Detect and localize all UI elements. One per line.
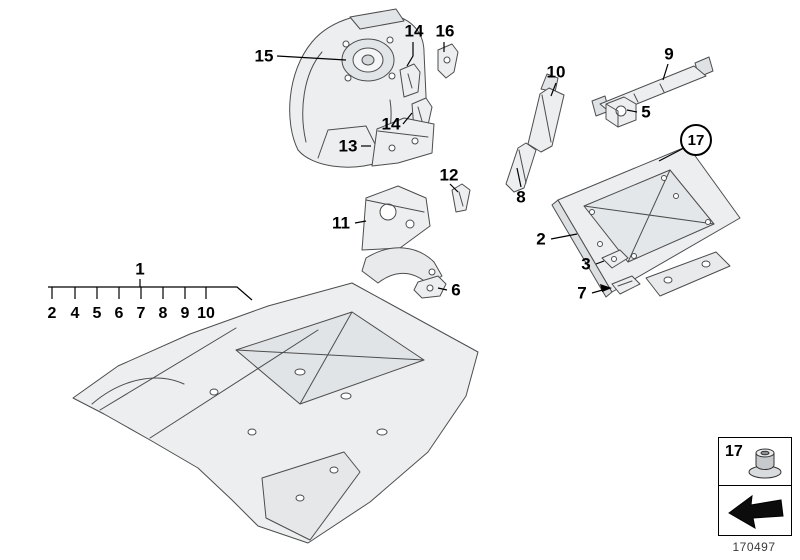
callout-7[interactable]: 7 bbox=[577, 283, 587, 303]
part-1-main-floor-panel bbox=[72, 282, 479, 544]
legend-direction-cell bbox=[719, 486, 791, 534]
callout-14-lower[interactable]: 14 bbox=[381, 114, 401, 134]
callout-group-2[interactable]: 2 bbox=[47, 305, 57, 322]
part-14-clamp-upper bbox=[399, 63, 421, 98]
callout-6[interactable]: 6 bbox=[451, 280, 461, 300]
callout-13[interactable]: 13 bbox=[338, 136, 358, 156]
callout-14-upper[interactable]: 14 bbox=[404, 21, 424, 41]
part-6-bracket bbox=[413, 275, 447, 299]
callout-group-8[interactable]: 8 bbox=[158, 305, 168, 322]
callout-group-10[interactable]: 10 bbox=[197, 305, 215, 322]
part-13-reinforcement-plate bbox=[371, 117, 435, 167]
leader-lines bbox=[48, 42, 685, 301]
callout-2[interactable]: 2 bbox=[536, 229, 546, 249]
callout-15[interactable]: 15 bbox=[254, 46, 274, 66]
nut-washer-icon bbox=[748, 448, 782, 479]
callout-17-circled[interactable]: 17 bbox=[680, 124, 712, 156]
part-7-wedge-bracket bbox=[611, 275, 641, 295]
callout-1[interactable]: 1 bbox=[135, 259, 145, 279]
callout-3[interactable]: 3 bbox=[581, 254, 591, 274]
legend-item-number: 17 bbox=[725, 443, 743, 460]
part-8-support-rail bbox=[505, 142, 537, 193]
legend-box: 17 bbox=[718, 437, 792, 536]
callout-group-6[interactable]: 6 bbox=[114, 305, 124, 322]
part-2-rear-floor-panel bbox=[551, 145, 741, 298]
part-10-support-rail bbox=[527, 73, 565, 153]
callout-group-5[interactable]: 5 bbox=[92, 305, 102, 322]
callout-12[interactable]: 12 bbox=[439, 165, 459, 185]
callout-11[interactable]: 11 bbox=[332, 213, 350, 233]
callout-8[interactable]: 8 bbox=[516, 187, 526, 207]
callout-group-9[interactable]: 9 bbox=[180, 305, 190, 322]
direction-of-travel-arrow-icon bbox=[728, 494, 784, 529]
callout-16[interactable]: 16 bbox=[435, 21, 455, 41]
callout-group-7[interactable]: 7 bbox=[136, 305, 146, 322]
part-11-partition-panel bbox=[361, 185, 443, 285]
callout-10[interactable]: 10 bbox=[546, 62, 566, 82]
callout-5[interactable]: 5 bbox=[641, 102, 651, 122]
callout-9[interactable]: 9 bbox=[664, 44, 674, 64]
callout-group-4[interactable]: 4 bbox=[70, 305, 80, 322]
figure-id: 170497 bbox=[732, 540, 776, 554]
legend-item-17[interactable]: 17 bbox=[719, 438, 791, 486]
part-16-bracket bbox=[437, 43, 459, 79]
part-3-bracket bbox=[601, 249, 629, 269]
part-5-mount-block bbox=[605, 96, 637, 128]
